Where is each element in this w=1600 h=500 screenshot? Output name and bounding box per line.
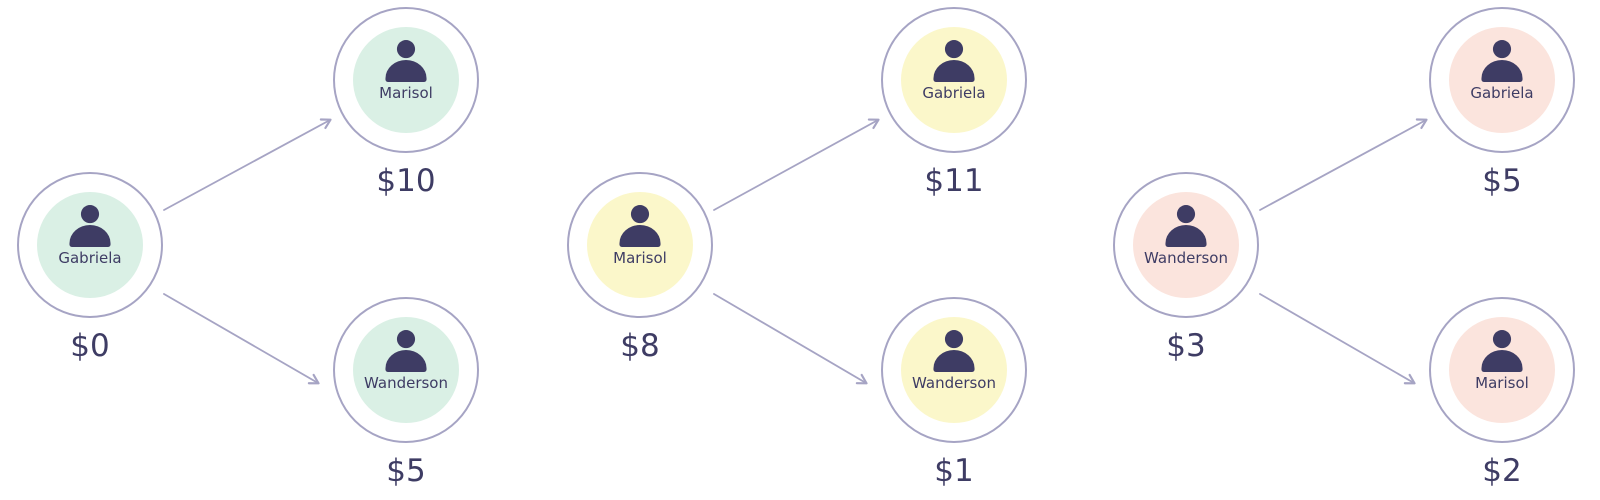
node-circle: Wanderson xyxy=(881,297,1027,443)
node-root: Gabriela $0 xyxy=(17,172,163,363)
person-name: Gabriela xyxy=(922,84,986,102)
edge-arrow xyxy=(1259,293,1416,385)
person-name: Marisol xyxy=(379,84,433,102)
person-icon xyxy=(385,40,427,82)
node-root: Marisol $8 xyxy=(567,172,713,363)
node-circle: Marisol xyxy=(567,172,713,318)
node-child: Wanderson $1 xyxy=(881,297,1027,488)
node-circle: Marisol xyxy=(333,7,479,153)
amount-label: $1 xyxy=(934,453,974,489)
node-circle: Marisol xyxy=(1429,297,1575,443)
person-icon xyxy=(1481,330,1523,372)
node-circle: Wanderson xyxy=(1113,172,1259,318)
amount-label: $10 xyxy=(376,163,436,199)
person-icon xyxy=(69,205,111,247)
edge-arrow xyxy=(1259,118,1428,211)
edge-arrow xyxy=(163,118,332,211)
amount-label: $8 xyxy=(620,328,660,364)
node-circle: Gabriela xyxy=(881,7,1027,153)
person-icon xyxy=(1481,40,1523,82)
node-child: Gabriela $5 xyxy=(1429,7,1575,198)
amount-label: $5 xyxy=(1482,163,1522,199)
person-name: Wanderson xyxy=(912,374,996,392)
node-root: Wanderson $3 xyxy=(1113,172,1259,363)
amount-label: $3 xyxy=(1166,328,1206,364)
edge-arrow xyxy=(713,118,880,211)
node-child: Marisol $10 xyxy=(333,7,479,198)
node-child: Wanderson $5 xyxy=(333,297,479,488)
node-child: Marisol $2 xyxy=(1429,297,1575,488)
edge-arrow xyxy=(163,293,320,385)
person-name: Marisol xyxy=(613,249,667,267)
node-circle: Gabriela xyxy=(17,172,163,318)
amount-label: $11 xyxy=(924,163,984,199)
amount-label: $0 xyxy=(70,328,110,364)
person-name: Wanderson xyxy=(364,374,448,392)
person-icon xyxy=(933,40,975,82)
person-icon xyxy=(619,205,661,247)
person-name: Marisol xyxy=(1475,374,1529,392)
edge-arrow xyxy=(713,293,868,385)
node-circle: Wanderson xyxy=(333,297,479,443)
amount-label: $5 xyxy=(386,453,426,489)
node-circle: Gabriela xyxy=(1429,7,1575,153)
person-icon xyxy=(933,330,975,372)
person-icon xyxy=(1165,205,1207,247)
amount-label: $2 xyxy=(1482,453,1522,489)
node-child: Gabriela $11 xyxy=(881,7,1027,198)
person-name: Gabriela xyxy=(1470,84,1534,102)
person-name: Wanderson xyxy=(1144,249,1228,267)
person-icon xyxy=(385,330,427,372)
person-name: Gabriela xyxy=(58,249,122,267)
